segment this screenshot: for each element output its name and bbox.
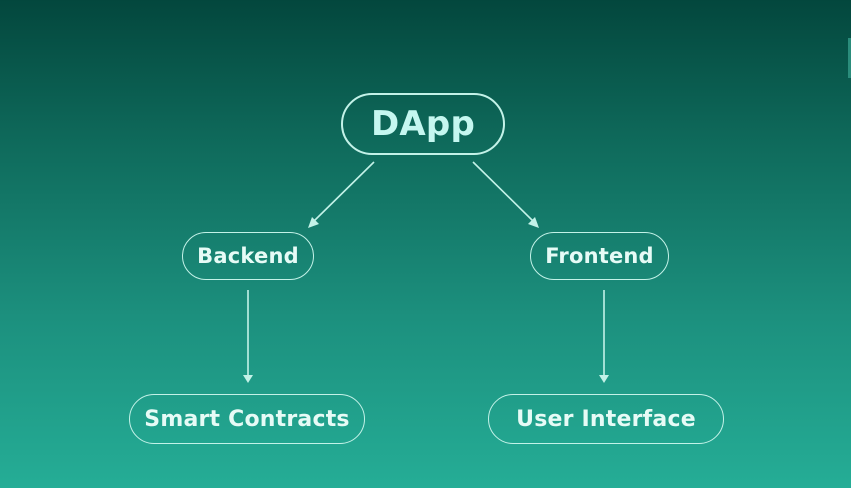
node-backend: Backend bbox=[182, 232, 314, 280]
edge-dapp-to-frontend bbox=[472, 161, 539, 228]
node-smart-contracts-label: Smart Contracts bbox=[144, 406, 350, 432]
node-user-interface: User Interface bbox=[488, 394, 724, 444]
edge-dapp-to-backend bbox=[308, 161, 375, 228]
node-backend-label: Backend bbox=[197, 244, 299, 268]
edge-decoration bbox=[848, 38, 851, 78]
edge-backend-to-smart-contracts bbox=[243, 290, 253, 383]
node-smart-contracts: Smart Contracts bbox=[129, 394, 365, 444]
node-frontend: Frontend bbox=[530, 232, 669, 280]
node-dapp-label: DApp bbox=[370, 104, 475, 144]
node-frontend-label: Frontend bbox=[545, 244, 654, 268]
node-dapp: DApp bbox=[341, 93, 505, 155]
edge-frontend-to-user-interface bbox=[599, 290, 609, 383]
node-user-interface-label: User Interface bbox=[516, 406, 696, 432]
